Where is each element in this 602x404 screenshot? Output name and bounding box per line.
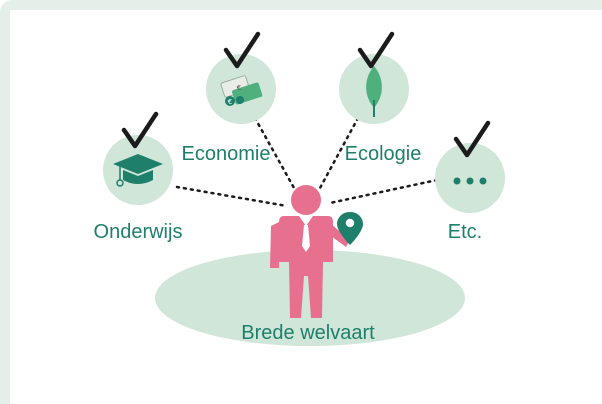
tree-icon: [366, 66, 382, 117]
person-tie: [302, 225, 310, 252]
ecologie-label: Ecologie: [345, 143, 422, 165]
etc-check-icon: [453, 120, 491, 158]
person-body: [279, 216, 333, 318]
person-collar: [299, 216, 313, 226]
svg-text:€: €: [228, 98, 232, 106]
ellipsis-icon: [453, 177, 487, 185]
connector-ecologie: [318, 116, 360, 190]
connector-onderwijs: [175, 185, 289, 208]
onderwijs-check-icon: [121, 111, 159, 149]
person-figure: [270, 185, 350, 318]
economie-check-icon: [223, 31, 261, 69]
center-label: Brede welvaart: [241, 322, 375, 344]
person-right-arm: [331, 224, 350, 247]
money-icon: € €: [220, 75, 263, 106]
domain-etc: Etc.: [435, 120, 505, 243]
graduation-cap-icon: [113, 154, 163, 187]
domain-economie: € € Economie: [182, 31, 276, 165]
economie-label: Economie: [182, 143, 271, 165]
person-left-arm: [270, 222, 279, 268]
ecologie-check-icon: [357, 31, 395, 69]
svg-text:€: €: [237, 84, 241, 92]
etc-label: Etc.: [448, 221, 482, 243]
connector-etc: [328, 178, 439, 205]
domain-onderwijs: Onderwijs: [94, 111, 183, 243]
location-pin-icon: [337, 212, 363, 245]
domain-ecologie: Ecologie: [339, 31, 422, 165]
person-head: [291, 185, 321, 215]
connector-lines: [175, 116, 439, 208]
onderwijs-label: Onderwijs: [94, 221, 183, 243]
connector-economie: [253, 116, 296, 190]
